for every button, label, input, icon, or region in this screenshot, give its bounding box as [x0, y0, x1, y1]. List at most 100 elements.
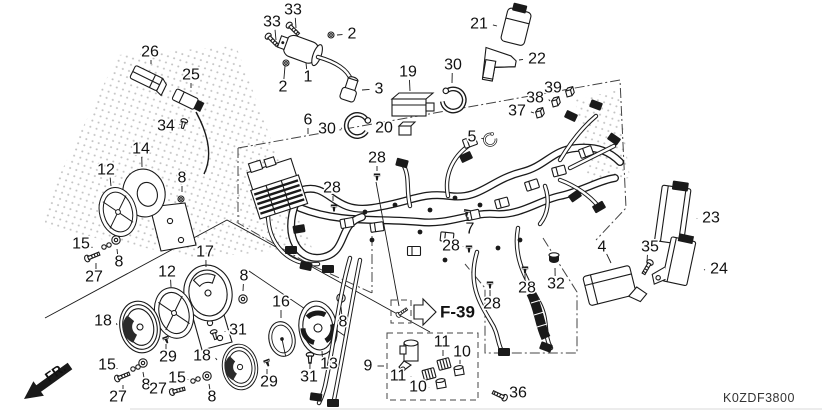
- svg-text:12: 12: [97, 162, 115, 179]
- callout-8: 8: [140, 371, 152, 395]
- svg-text:8: 8: [339, 314, 348, 331]
- part-24-ecu-bracket: [651, 233, 697, 287]
- svg-text:30: 30: [444, 57, 462, 74]
- part-36-bolt: [490, 388, 509, 403]
- part-2-nut: [327, 31, 335, 39]
- callout-18: 18: [192, 346, 218, 366]
- callout-8: 8: [176, 168, 188, 192]
- part-30-clamp: [440, 87, 466, 113]
- part-28-clip: [486, 281, 494, 289]
- callout-2: 2: [277, 65, 289, 97]
- callout-27: 27: [108, 385, 129, 407]
- svg-text:20: 20: [375, 120, 393, 137]
- svg-text:19: 19: [399, 64, 417, 81]
- part-37-fuse: [534, 107, 546, 119]
- part-13-horn: [298, 300, 338, 356]
- svg-text:11: 11: [434, 334, 451, 351]
- svg-text:3: 3: [375, 81, 384, 98]
- svg-text:38: 38: [526, 90, 544, 107]
- part-25-connector: [171, 88, 205, 112]
- svg-text:17: 17: [196, 244, 214, 261]
- horn-parts: [93, 168, 338, 393]
- callout-8: 8: [113, 248, 125, 272]
- callout-33: 33: [262, 12, 283, 41]
- callout-8: 8: [206, 383, 218, 407]
- callout-29: 29: [259, 369, 280, 392]
- svg-text:32: 32: [547, 276, 565, 293]
- part-28-clip: [330, 204, 338, 212]
- svg-text:35: 35: [641, 239, 659, 256]
- svg-text:27: 27: [149, 381, 167, 398]
- part-31-screw: [305, 351, 315, 364]
- group-9-box: [386, 332, 479, 401]
- svg-text:9: 9: [364, 358, 373, 375]
- ref-f39-label[interactable]: F-39: [440, 303, 475, 322]
- svg-text:33: 33: [284, 2, 302, 19]
- svg-text:10: 10: [409, 379, 427, 396]
- callout-28: 28: [322, 178, 343, 201]
- part-8-washer: [202, 371, 212, 381]
- callout-13: 13: [319, 350, 340, 374]
- callout-35: 35: [640, 237, 661, 264]
- svg-text:39: 39: [544, 80, 562, 97]
- callout-28: 28: [517, 273, 538, 298]
- svg-text:15: 15: [168, 370, 186, 387]
- callout-20: 20: [374, 118, 395, 138]
- svg-text:8: 8: [178, 170, 187, 187]
- ref-f39[interactable]: F-39: [375, 181, 475, 327]
- part-4-ecu: [582, 265, 648, 306]
- svg-text:33: 33: [263, 14, 281, 31]
- svg-text:28: 28: [483, 296, 501, 313]
- arrow-right-icon: [413, 297, 437, 327]
- fastener-hardware: [83, 20, 655, 403]
- svg-text:8: 8: [208, 389, 217, 406]
- part-10-bushing: [435, 377, 447, 390]
- part-39-fuse: [564, 86, 576, 98]
- fuse-box: [246, 156, 309, 220]
- front-direction-marker: FR.: [24, 360, 73, 399]
- callout-28: 28: [482, 289, 503, 314]
- svg-text:28: 28: [323, 180, 341, 197]
- callout-23: 23: [696, 208, 722, 228]
- svg-text:18: 18: [193, 348, 211, 365]
- callout-7: 7: [464, 216, 476, 239]
- callout-4: 4: [596, 237, 612, 264]
- fr-arrow-icon: [24, 362, 73, 399]
- svg-text:4: 4: [598, 239, 607, 256]
- svg-text:34: 34: [157, 118, 175, 135]
- callout-11: 11: [432, 332, 452, 357]
- svg-text:27: 27: [85, 269, 103, 286]
- callout-18: 18: [93, 311, 118, 331]
- part-18-horn-disc: [218, 341, 262, 393]
- part-27-bolt: [168, 384, 187, 397]
- svg-text:24: 24: [710, 261, 728, 278]
- callout-17: 17: [195, 242, 216, 268]
- svg-text:31: 31: [229, 322, 247, 339]
- svg-text:14: 14: [132, 141, 150, 158]
- top-parts: [129, 2, 532, 175]
- callout-8: 8: [238, 266, 250, 292]
- part-19-relay: [390, 92, 435, 117]
- callout-38: 38: [525, 88, 551, 108]
- callout-27: 27: [148, 379, 170, 399]
- callout-30: 30: [443, 55, 464, 84]
- callout-33: 33: [283, 0, 304, 29]
- svg-text:37: 37: [508, 103, 526, 120]
- part-11-collar: [436, 357, 452, 371]
- svg-text:18: 18: [94, 313, 112, 330]
- svg-text:28: 28: [368, 150, 386, 167]
- svg-text:1: 1: [304, 69, 313, 86]
- callout-16: 16: [271, 292, 292, 318]
- callout-32: 32: [546, 267, 567, 294]
- svg-text:29: 29: [159, 349, 177, 366]
- svg-text:6: 6: [304, 112, 313, 129]
- part-16-horn-disc: [268, 321, 296, 357]
- part-23-ecu: [654, 180, 692, 245]
- svg-text:30: 30: [318, 121, 336, 138]
- right-parts: [582, 180, 697, 306]
- callout-25: 25: [181, 65, 202, 88]
- svg-text:2: 2: [279, 79, 288, 96]
